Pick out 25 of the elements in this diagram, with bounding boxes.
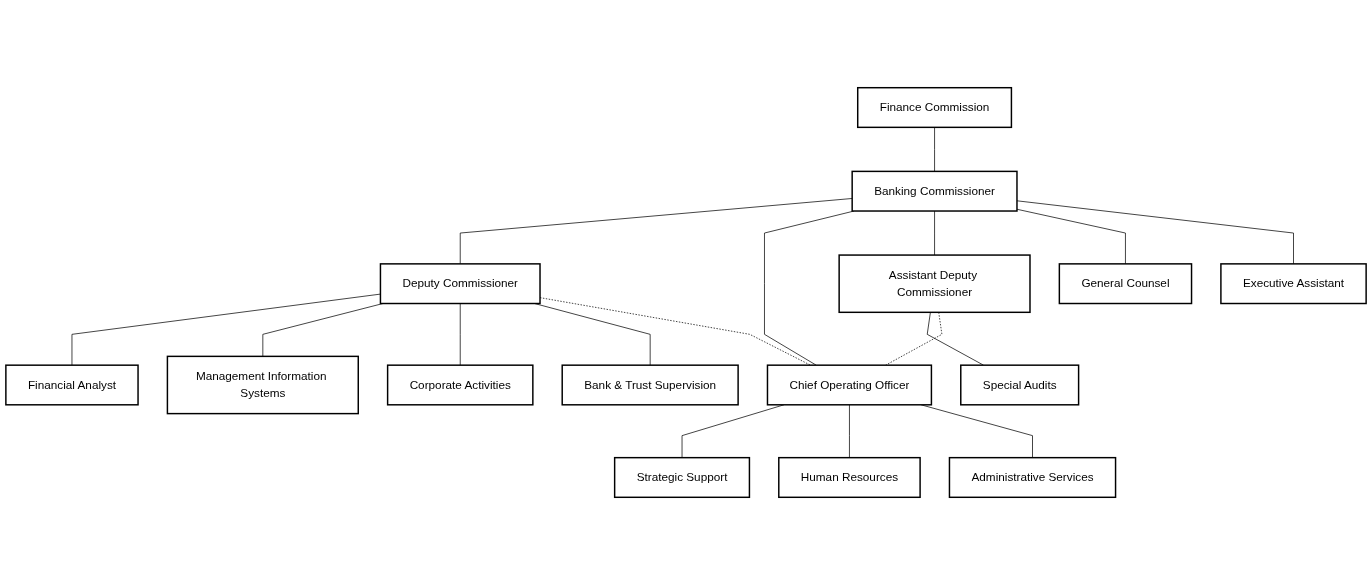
connector [459,198,853,265]
connector [1016,208,1126,265]
connector [262,303,384,357]
connector [71,293,381,366]
node-box: Special Audits [960,364,1080,406]
node-box: Strategic Support [613,456,751,499]
connector [1016,200,1294,265]
node-box: Bank & Trust Supervision [561,364,739,406]
connector [934,126,935,172]
node-box: Assistant Deputy Commissioner [838,254,1031,314]
connector [934,210,935,256]
node-box: Financial Analyst [5,364,139,406]
connector [849,404,850,459]
node-box: General Counsel [1058,263,1193,305]
node-box: Administrative Services [948,456,1117,499]
node-box: Management Information Systems [166,355,359,415]
node-box: Chief Operating Officer [766,364,933,406]
connector [926,311,984,366]
node-box: Corporate Activities [386,364,534,406]
node-box: Human Resources [778,456,921,499]
node-box: Deputy Commissioner [379,263,541,305]
node-box: Finance Commission [857,86,1013,129]
node-box: Banking Commissioner [851,170,1018,212]
node-box: Executive Assistant [1220,263,1367,305]
connector [459,303,461,366]
